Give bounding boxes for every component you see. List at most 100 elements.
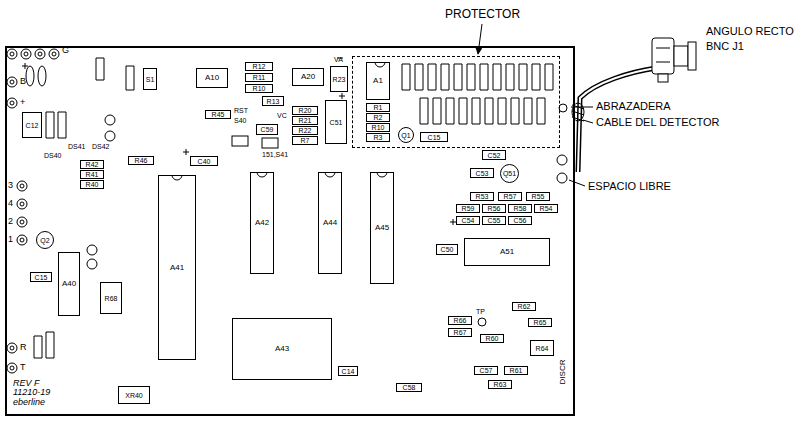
component-label: A40 bbox=[62, 280, 76, 288]
component-box: C15 bbox=[30, 272, 52, 282]
component-box: R63 bbox=[488, 380, 512, 389]
component-label: Q51 bbox=[503, 170, 516, 177]
component-circle: Q2 bbox=[36, 231, 54, 249]
component-box: R2 bbox=[366, 113, 390, 122]
component-box: C51 bbox=[325, 100, 347, 144]
component-box: A45 bbox=[370, 172, 394, 284]
component-box: R64 bbox=[530, 340, 554, 356]
component-label: R45 bbox=[212, 111, 225, 118]
silkscreen-label: + bbox=[20, 98, 25, 107]
bnc-neck bbox=[674, 46, 688, 66]
component-label: R3 bbox=[374, 134, 383, 141]
pad bbox=[7, 343, 17, 353]
component-box: R7 bbox=[292, 136, 318, 145]
polarity-mark bbox=[22, 58, 456, 225]
component-box: R10 bbox=[245, 84, 273, 93]
pad bbox=[35, 49, 45, 59]
component-box: R65 bbox=[528, 318, 552, 327]
pad-hole bbox=[10, 101, 14, 105]
resistor-symbol bbox=[402, 64, 553, 90]
callout-label: CABLE DEL DETECTOR bbox=[596, 117, 719, 128]
component-box: R13 bbox=[262, 96, 284, 106]
board-marking: REV F 11210-19 eberline bbox=[13, 379, 59, 407]
pad-hole bbox=[20, 220, 24, 224]
component-label: C56 bbox=[514, 217, 527, 224]
component-label: C52 bbox=[488, 152, 501, 159]
component-label: C14 bbox=[342, 368, 355, 375]
component-label: R64 bbox=[536, 345, 549, 352]
component-box: C56 bbox=[508, 216, 532, 225]
component-box: A43 bbox=[232, 318, 332, 380]
silkscreen-label: DISCR bbox=[559, 360, 567, 385]
pad-hole bbox=[52, 52, 56, 56]
component-label: C15 bbox=[35, 274, 48, 281]
circuit-board: REV F 11210-19 eberlinePROTECTORA1R1R2R1… bbox=[5, 46, 575, 416]
component-label: R21 bbox=[299, 117, 312, 124]
silkscreen-label: DS42 bbox=[92, 143, 110, 150]
component-box: R1 bbox=[366, 103, 390, 112]
component-box: R57 bbox=[498, 192, 522, 201]
component-label: Q1 bbox=[401, 132, 410, 139]
component-box: R12 bbox=[245, 62, 273, 71]
silkscreen-label: S40 bbox=[234, 117, 246, 124]
pad bbox=[21, 49, 31, 59]
component-box: C57 bbox=[474, 366, 498, 375]
pad-hole bbox=[38, 52, 42, 56]
led-symbol bbox=[105, 115, 115, 125]
component-label: R13 bbox=[267, 98, 280, 105]
component-box: C40 bbox=[190, 156, 218, 166]
protector-section: PROTECTORA1R1R2R10R3Q1C15 bbox=[352, 56, 560, 148]
component-box: A51 bbox=[464, 238, 550, 266]
component-box: R23 bbox=[330, 66, 348, 92]
component-box: A41 bbox=[158, 175, 196, 360]
component-box: R67 bbox=[448, 328, 472, 337]
leader-line bbox=[569, 180, 585, 186]
silkscreen-label: 1 bbox=[8, 235, 13, 244]
component-box: R45 bbox=[205, 110, 231, 119]
pad-hole bbox=[20, 202, 24, 206]
component-label: S1 bbox=[146, 76, 155, 83]
component-label: R23 bbox=[333, 76, 346, 83]
component-label: R10 bbox=[372, 124, 385, 131]
component-box: C54 bbox=[456, 216, 480, 225]
component-box: A42 bbox=[250, 172, 274, 274]
pad bbox=[17, 199, 27, 209]
pad bbox=[7, 77, 17, 87]
bnc-body bbox=[652, 38, 674, 74]
callout-label: ABRAZADERA bbox=[596, 101, 671, 112]
bnc-detail bbox=[656, 48, 670, 49]
pad-hole bbox=[20, 238, 24, 242]
silkscreen-label: B bbox=[20, 77, 26, 86]
component-label: C53 bbox=[476, 170, 489, 177]
silkscreen-label: T bbox=[20, 363, 26, 372]
capacitor-symbol bbox=[26, 66, 34, 86]
switch-pad bbox=[262, 138, 278, 148]
component-label: R61 bbox=[510, 367, 523, 374]
silkscreen-label: 151,S41 bbox=[262, 151, 288, 158]
component-label: R41 bbox=[86, 171, 99, 178]
component-box: R11 bbox=[245, 73, 273, 82]
component-box: R59 bbox=[456, 204, 480, 213]
component-box: R21 bbox=[292, 116, 318, 125]
component-label: Q2 bbox=[40, 237, 49, 244]
component-label: R67 bbox=[454, 329, 467, 336]
component-box: R20 bbox=[292, 106, 318, 115]
component-box: R10 bbox=[366, 123, 390, 132]
component-label: R56 bbox=[488, 205, 501, 212]
component-label: R10 bbox=[253, 85, 266, 92]
component-label: C50 bbox=[441, 246, 454, 253]
component-box: R62 bbox=[512, 302, 536, 311]
mounting-hole bbox=[557, 155, 567, 165]
component-label: A20 bbox=[301, 73, 315, 81]
component-label: R59 bbox=[462, 205, 475, 212]
component-box: C52 bbox=[482, 150, 506, 160]
component-label: R62 bbox=[518, 303, 531, 310]
component-box: C55 bbox=[482, 216, 506, 225]
pad bbox=[17, 217, 27, 227]
component-label: A41 bbox=[170, 264, 184, 272]
component-label: R57 bbox=[504, 193, 517, 200]
component-label: R65 bbox=[534, 319, 547, 326]
component-label: R58 bbox=[514, 205, 527, 212]
transistor-symbol bbox=[87, 259, 97, 269]
callout-label: ESPACIO LIBRE bbox=[588, 181, 671, 192]
